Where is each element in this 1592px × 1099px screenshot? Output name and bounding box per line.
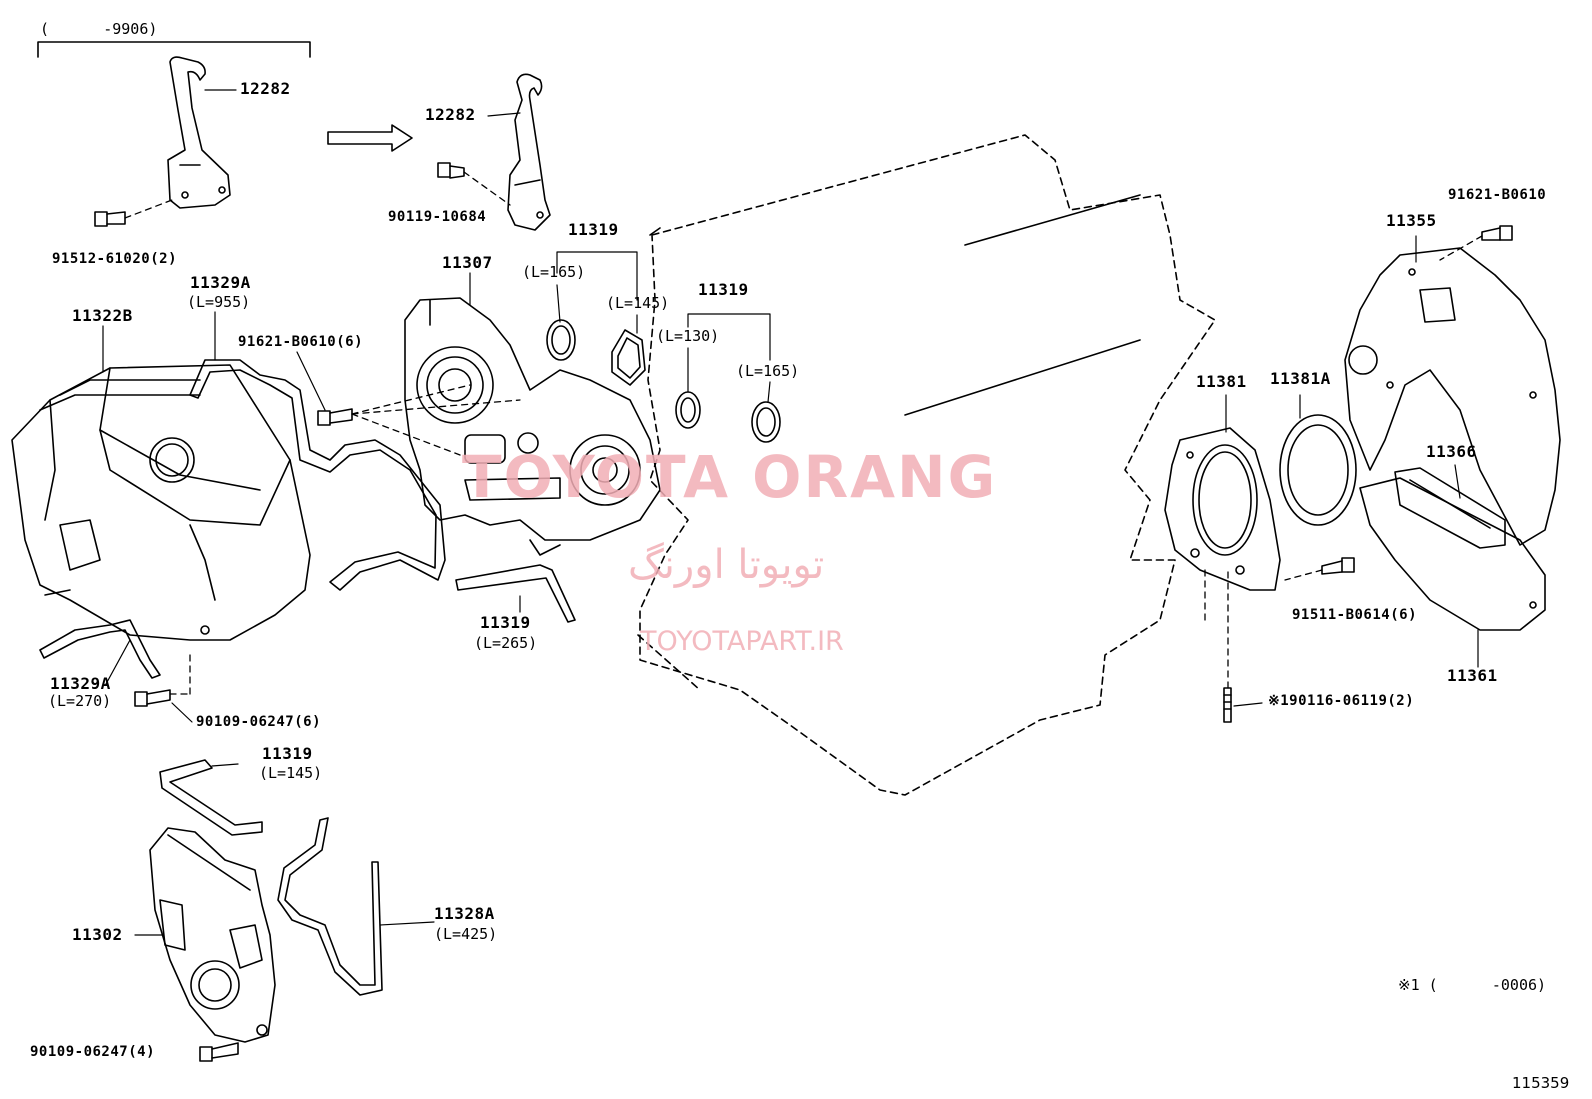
dashed-leaders (124, 171, 1483, 695)
watermark-brand: TOYOTA ORANG (462, 443, 998, 511)
seal-ring-145-a (611, 329, 646, 386)
label-11329A-bottom-len: (L=270) (48, 692, 112, 710)
label-11361: 11361 (1447, 666, 1498, 685)
label-11302: 11302 (72, 925, 123, 944)
footnote-range: ※1 ( -0006) (1398, 976, 1547, 994)
stud-90116 (1223, 687, 1232, 723)
label-12282-left: 12282 (240, 79, 291, 98)
timing-cover-plate-11307 (404, 297, 661, 556)
end-plate-11355 (1344, 247, 1561, 546)
engine-block-outline (637, 134, 1216, 796)
gasket-11329A-top (189, 359, 446, 591)
bolt-91621-right (1481, 225, 1513, 241)
label-90109-a: 90109-06247(6) (196, 714, 322, 730)
range-note-top: ( -9906) (40, 20, 158, 38)
bolt-90109-a (134, 689, 171, 707)
seal-strip-265 (455, 564, 576, 623)
arrow-right-icon (327, 124, 413, 152)
figure-number: 115359 (1512, 1074, 1570, 1092)
label-91621-left: 91621-B0610(6) (238, 334, 364, 350)
seal-ring-165-a (546, 319, 576, 361)
label-90109-b: 90109-06247(4) (30, 1044, 156, 1060)
seal-ring-165-b (751, 401, 781, 443)
label-11319-d: 11319 (262, 744, 313, 763)
plate-11366 (1394, 467, 1506, 549)
label-11328A: 11328A (434, 904, 495, 923)
label-11307: 11307 (442, 253, 493, 272)
label-11322B: 11322B (72, 306, 133, 325)
label-11319-a-len1: (L=165) (522, 263, 586, 281)
watermark-site: TOYOTAPART.IR (640, 626, 844, 657)
range-bracket (37, 41, 311, 58)
seal-strip-145-bottom (159, 759, 263, 836)
watermark-persian: تویوتا اورنگ (628, 542, 825, 588)
leader-lines (102, 89, 1479, 936)
label-90116: ※190116-06119(2) (1268, 693, 1415, 709)
bolt-90109-b (199, 1042, 239, 1062)
label-11366: 11366 (1426, 442, 1477, 461)
label-11328A-len: (L=425) (434, 925, 498, 943)
label-11319-c: 11319 (480, 613, 531, 632)
timing-belt-cover-11322B (11, 364, 311, 641)
engine-block-lines (649, 194, 1141, 416)
bolt-91512 (94, 211, 126, 227)
seal-ring-130 (675, 391, 701, 429)
label-11319-b-len1: (L=130) (656, 327, 720, 345)
label-11319-c-len: (L=265) (474, 634, 538, 652)
label-90119: 90119-10684 (388, 209, 487, 225)
label-11319-a-len2: (L=145) (606, 294, 670, 312)
label-11329A-top: 11329A (190, 273, 251, 292)
label-91512: 91512-61020(2) (52, 251, 178, 267)
gasket-11328A (277, 817, 383, 996)
engine-hanger-bracket-right (507, 73, 551, 231)
bolt-90119 (437, 162, 465, 179)
label-11381A: 11381A (1270, 369, 1331, 388)
oil-seal-11381A (1279, 414, 1357, 526)
label-11319-a: 11319 (568, 220, 619, 239)
bolt-91621-left (317, 408, 353, 426)
label-11329A-bottom: 11329A (50, 674, 111, 693)
label-12282-right: 12282 (425, 105, 476, 124)
label-91511: 91511-B0614(6) (1292, 607, 1418, 623)
label-11319-b-len2: (L=165) (736, 362, 800, 380)
oil-seal-retainer-11381 (1164, 427, 1281, 591)
plate-11361 (1359, 477, 1546, 631)
label-11381: 11381 (1196, 372, 1247, 391)
label-11319-d-len: (L=145) (259, 764, 323, 782)
label-11319-b: 11319 (698, 280, 749, 299)
timing-cover-lower-11302 (149, 827, 276, 1043)
label-91621-right: 91621-B0610 (1448, 187, 1547, 203)
bolt-91511 (1321, 557, 1355, 575)
engine-hanger-bracket-left (167, 56, 231, 209)
label-11355: 11355 (1386, 211, 1437, 230)
label-11329A-top-len: (L=955) (187, 293, 251, 311)
gasket-11329A-bottom (39, 619, 161, 679)
